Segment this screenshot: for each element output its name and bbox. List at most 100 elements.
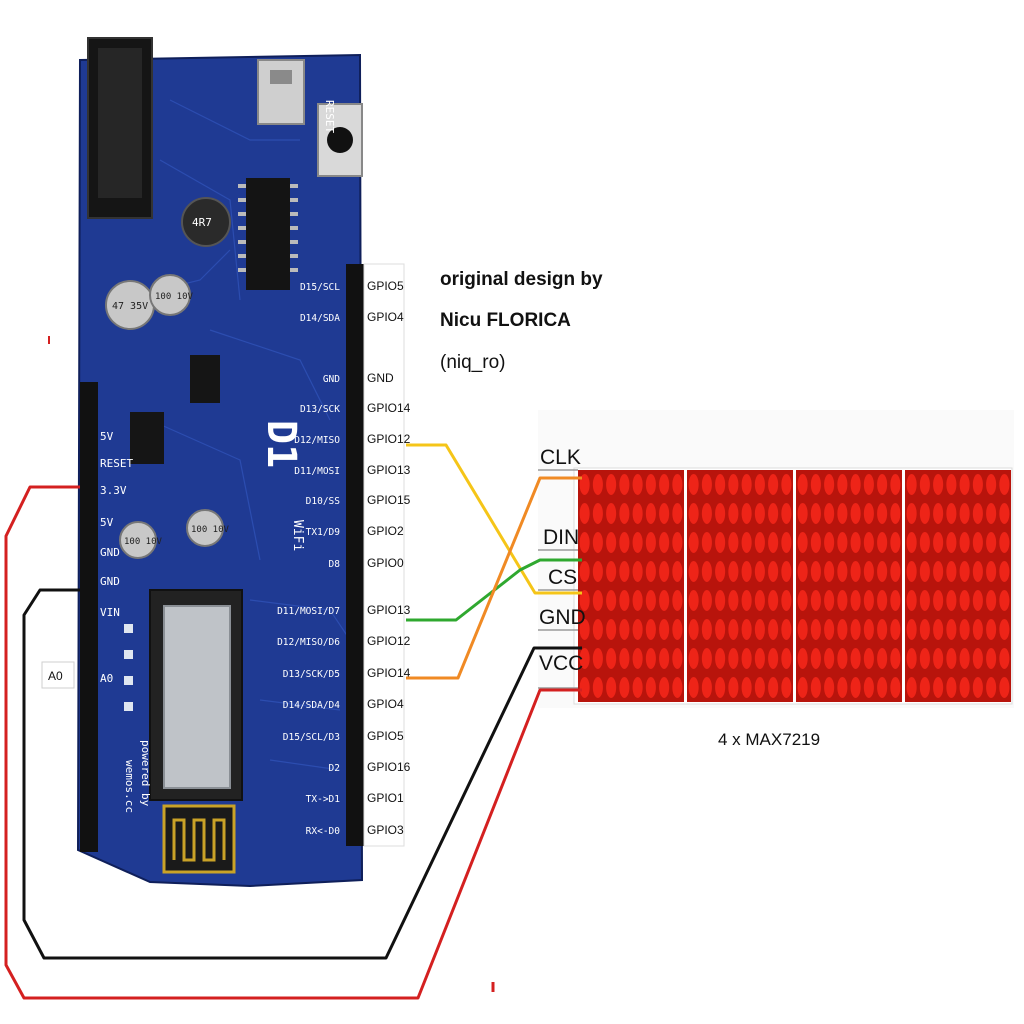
inductor [181, 197, 231, 247]
led-dot [701, 561, 712, 582]
analog-pads [124, 624, 133, 711]
led-dot [754, 590, 765, 611]
led-dot [701, 474, 712, 495]
led-dot [645, 677, 656, 698]
left-header-label: RESET [100, 457, 133, 470]
led-dot [592, 474, 603, 495]
led-dot [890, 619, 901, 640]
led-dot [906, 561, 917, 582]
led-dot [810, 561, 821, 582]
led-dot [877, 532, 888, 553]
pin-silk-label: TX1/D9 [306, 527, 341, 538]
led-dot [797, 590, 808, 611]
gpio-tag-strip [363, 263, 405, 847]
led-dot [797, 503, 808, 524]
led-dot [672, 474, 683, 495]
a0-label: A0 [48, 669, 63, 683]
led-dot [824, 474, 835, 495]
led-dot [579, 677, 590, 698]
left-header-label: 5V [100, 516, 114, 529]
wire-gpio12-cs [406, 443, 582, 595]
pin-silk-label: D13/SCK/D5 [283, 669, 340, 680]
led-dot [781, 474, 792, 495]
led-dot [986, 561, 997, 582]
led-dot [890, 677, 901, 698]
led-dot [877, 648, 888, 669]
led-dot [906, 532, 917, 553]
led-dot [824, 590, 835, 611]
left-header [80, 382, 98, 852]
led-dot [972, 561, 983, 582]
led-dot [999, 474, 1010, 495]
led-dot [781, 677, 792, 698]
led-dot [781, 561, 792, 582]
led-dot [999, 590, 1010, 611]
led-dot [701, 677, 712, 698]
led-dot [959, 532, 970, 553]
pin-silk-label: D10/SS [306, 496, 341, 507]
led-dot [837, 561, 848, 582]
pin-label-din: DIN [543, 526, 579, 549]
led-dot [959, 474, 970, 495]
led-dot [768, 648, 779, 669]
led-dot [919, 561, 930, 582]
led-dot [863, 619, 874, 640]
led-dot [863, 474, 874, 495]
pin-silk-label: D14/SDA [300, 313, 340, 324]
led-dot [592, 619, 603, 640]
led-dot [850, 619, 861, 640]
led-dot [863, 561, 874, 582]
led-dot [837, 503, 848, 524]
gpio-tag: GPIO13 [367, 463, 411, 477]
led-dot [741, 561, 752, 582]
led-dot [959, 590, 970, 611]
led-dot [645, 503, 656, 524]
capacitor [149, 274, 191, 316]
led-dot [768, 590, 779, 611]
led-dot [972, 474, 983, 495]
gpio-tag: GPIO1 [367, 791, 404, 805]
led-dot [877, 561, 888, 582]
chip-pins [238, 184, 298, 272]
led-dot [701, 532, 712, 553]
led-dot [919, 677, 930, 698]
led-dot [906, 648, 917, 669]
led-dot [632, 648, 643, 669]
led-dot [863, 677, 874, 698]
led-dot [810, 474, 821, 495]
led-dot [919, 619, 930, 640]
led-dot [672, 619, 683, 640]
pin-silk-label: GND [323, 374, 340, 385]
led-dot [959, 619, 970, 640]
led-dot [877, 619, 888, 640]
led-dot [877, 590, 888, 611]
led-dot [701, 590, 712, 611]
led-dot [632, 503, 643, 524]
led-dot [592, 648, 603, 669]
led-dot [810, 648, 821, 669]
led-dot [579, 590, 590, 611]
led-dot [797, 619, 808, 640]
led-dot [877, 503, 888, 524]
led-dot [715, 561, 726, 582]
led-dot [768, 619, 779, 640]
led-dot [754, 677, 765, 698]
led-dot [933, 474, 944, 495]
gpio-tag: GPIO15 [367, 493, 411, 507]
led-dot [919, 590, 930, 611]
led-dot [824, 561, 835, 582]
led-dot [959, 503, 970, 524]
led-dot [741, 648, 752, 669]
led-dot [754, 474, 765, 495]
led-dot [741, 619, 752, 640]
led-dot [810, 619, 821, 640]
led-dot [606, 561, 617, 582]
inductor-label: 4R7 [192, 216, 212, 229]
led-dot [688, 677, 699, 698]
led-dot [606, 590, 617, 611]
led-dot [741, 532, 752, 553]
pin-silk-label: RX<-D0 [306, 826, 341, 837]
led-dot [824, 619, 835, 640]
gpio-tag: GPIO14 [367, 401, 411, 415]
antenna-area [162, 804, 236, 874]
